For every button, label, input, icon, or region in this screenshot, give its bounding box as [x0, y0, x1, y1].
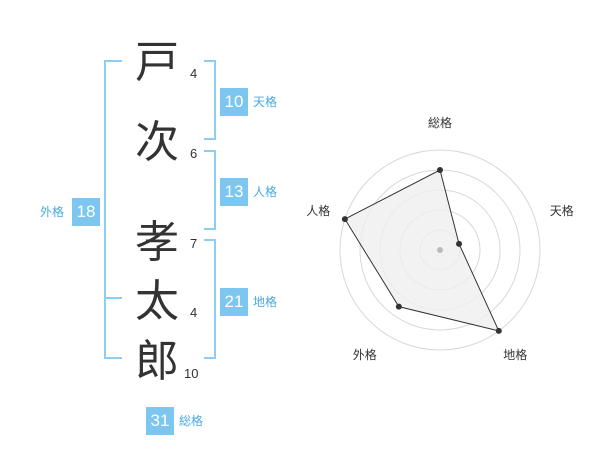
radar-axis-label-4: 外格 [352, 347, 377, 362]
radar-series-polygon [344, 169, 500, 332]
soukaku-score: 31 [146, 407, 174, 435]
name-char-5: 郎 [135, 336, 179, 387]
tenkaku-label: 天格 [253, 95, 278, 109]
name-char-2: 次 [135, 117, 179, 168]
radar-axis-label-2: 天格 [549, 204, 574, 219]
name-char-4: 太 [135, 276, 179, 327]
radar-point-1 [437, 167, 443, 173]
radar-axis-label-3: 地格 [503, 347, 528, 362]
gaikaku-bracket-divider [104, 297, 122, 299]
stroke-count-2: 6 [190, 146, 198, 161]
gaikaku-label: 外格 [40, 205, 65, 219]
jinkaku-score: 13 [220, 178, 248, 206]
jinkaku-bracket [204, 150, 216, 230]
radar-axis-label-1: 総格 [428, 116, 453, 130]
radar-point-4 [395, 303, 402, 310]
stroke-count-1: 4 [190, 66, 198, 81]
radar-point-5 [341, 216, 348, 223]
name-char-3: 孝 [135, 217, 179, 268]
soukaku-label: 総格 [179, 414, 204, 428]
stroke-count-3: 7 [190, 236, 198, 251]
chikaku-bracket [204, 239, 216, 359]
stroke-count-5: 10 [184, 366, 199, 381]
chikaku-score: 21 [220, 288, 248, 316]
stroke-count-4: 4 [190, 305, 198, 320]
jinkaku-label: 人格 [253, 185, 278, 199]
chikaku-label: 地格 [253, 295, 278, 309]
radar-axis-label-5: 人格 [306, 204, 331, 219]
tenkaku-score: 10 [220, 88, 248, 116]
radar-point-2 [456, 240, 463, 247]
gaikaku-score: 18 [72, 198, 100, 226]
tenkaku-bracket [204, 60, 216, 140]
radar-ring [339, 149, 541, 351]
radar-point-3 [495, 327, 502, 334]
radar-center-dot [437, 247, 443, 253]
name-char-1: 戸 [135, 37, 179, 88]
gaikaku-bracket [104, 60, 122, 359]
